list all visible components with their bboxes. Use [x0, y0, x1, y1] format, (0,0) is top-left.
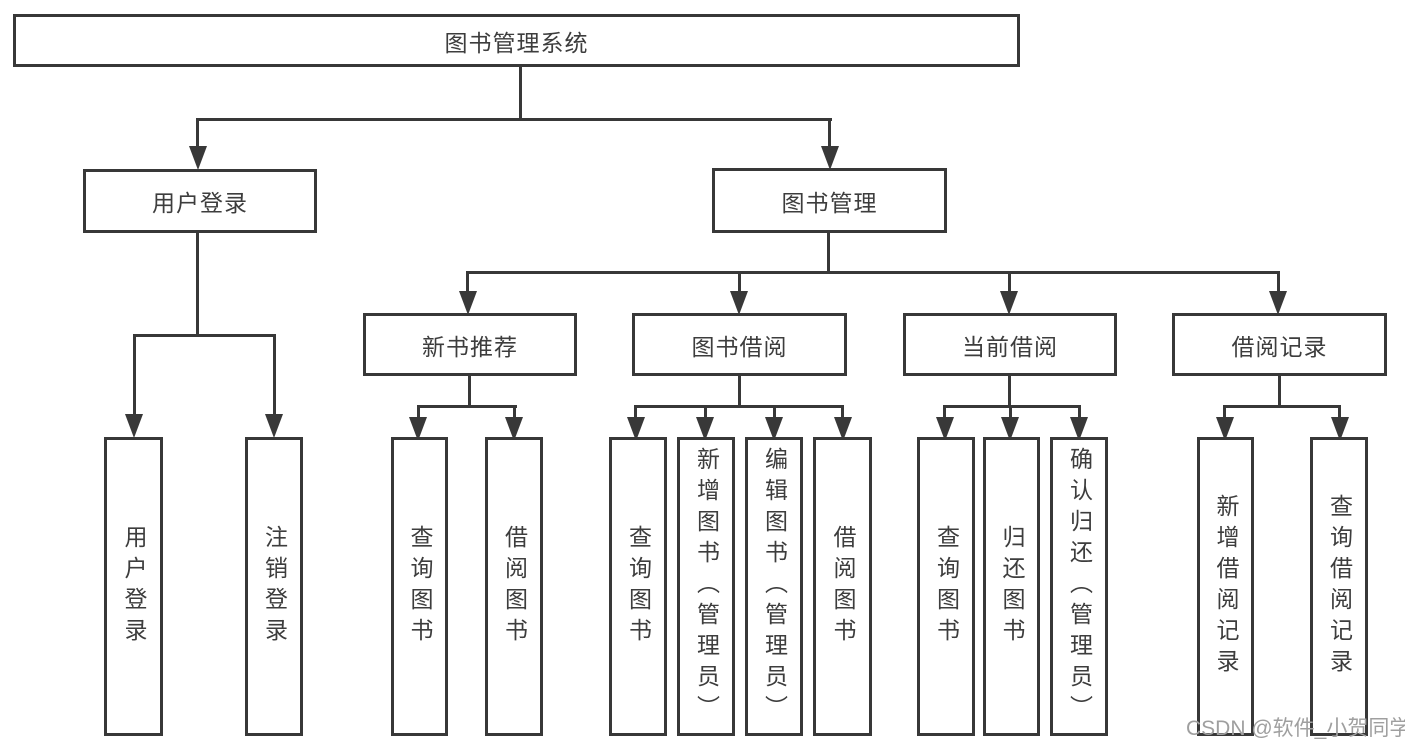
- leaf-label: 查询图书: [407, 524, 433, 649]
- edge-borrow-record-bus: [1223, 405, 1341, 408]
- arrowhead-to-current-borrow: [1000, 291, 1018, 315]
- leaf-label: 用户登录: [121, 524, 147, 649]
- edge-leaf: [773, 407, 776, 421]
- edge-level1-bus: [196, 118, 832, 121]
- leaf-add-book-admin: 新增图书（管理员）: [677, 437, 735, 736]
- leaf-query-books: 查询图书: [609, 437, 667, 736]
- node-borrow-record-label: 借阅记录: [1231, 333, 1328, 360]
- edge-to-current-borrow: [1008, 273, 1011, 293]
- arrowhead-leaf: [1001, 417, 1019, 441]
- arrowhead-leaf: [409, 417, 427, 441]
- edge-to-borrow-record: [1277, 273, 1280, 293]
- node-root-system: 图书管理系统: [13, 14, 1020, 67]
- edge-leaf: [634, 407, 637, 421]
- arrowhead-to-user-login: [189, 146, 207, 170]
- leaf-return-books: 归还图书: [983, 437, 1040, 736]
- leaf-confirm-return-admin: 确认归还（管理员）: [1050, 437, 1108, 736]
- leaf-label: 查询图书: [933, 524, 960, 649]
- leaf-label: 查询图书: [625, 524, 652, 649]
- leaf-label: 借阅图书: [830, 524, 856, 649]
- arrowhead-leaf: [1331, 417, 1349, 441]
- edge-user-login-bus: [133, 334, 276, 337]
- edge-leaf: [943, 407, 946, 421]
- arrowhead-leaf: [765, 417, 783, 441]
- edge-leaf: [513, 407, 516, 421]
- arrowhead-leaf: [1216, 417, 1234, 441]
- arrowhead-to-logout-leaf: [265, 414, 283, 438]
- edge-current-borrow-bus: [943, 405, 1081, 408]
- node-current-borrow-label: 当前借阅: [962, 333, 1058, 360]
- node-current-borrow: 当前借阅: [903, 313, 1117, 376]
- arrowhead-leaf: [834, 417, 852, 441]
- node-book-borrow-label: 图书借阅: [691, 333, 788, 360]
- edge-new-book-bus: [417, 405, 517, 408]
- leaf-label: 归还图书: [999, 524, 1025, 649]
- arrowhead-leaf: [936, 417, 954, 441]
- edge-user-login-stem: [196, 233, 199, 336]
- arrowhead-to-borrow-record: [1269, 291, 1287, 315]
- arrowhead-leaf: [696, 417, 714, 441]
- edge-leaf: [704, 407, 707, 421]
- leaf-logout: 注销登录: [245, 437, 303, 736]
- node-user-login-label: 用户登录: [152, 190, 248, 216]
- edge-to-book-mgmt: [828, 120, 831, 148]
- edge-to-new-book: [466, 273, 469, 293]
- edge-to-logout-leaf: [273, 336, 276, 418]
- node-book-mgmt: 图书管理: [712, 168, 947, 233]
- leaf-label: 确认归还（管理员）: [1066, 447, 1093, 726]
- edge-book-borrow-bus: [634, 405, 844, 408]
- edge-leaf: [1009, 407, 1012, 421]
- leaf-query-borrow-record: 查询借阅记录: [1310, 437, 1368, 736]
- edge-level3-bus: [466, 271, 1280, 274]
- node-new-book-rec: 新书推荐: [363, 313, 577, 376]
- leaf-user-login: 用户登录: [104, 437, 163, 736]
- edge-book-borrow-stem: [738, 375, 741, 407]
- leaf-label: 注销登录: [261, 524, 288, 649]
- edge-to-login-leaf: [133, 336, 136, 418]
- edge-root-stem: [519, 67, 522, 120]
- edge-current-borrow-stem: [1008, 375, 1011, 407]
- leaf-label: 查询借阅记录: [1326, 493, 1353, 680]
- leaf-borrow-books: 借阅图书: [813, 437, 872, 736]
- arrowhead-to-new-book: [459, 291, 477, 315]
- edge-book-mgmt-stem: [827, 233, 830, 274]
- csdn-watermark: CSDN @软件_小贺同学: [1186, 717, 1405, 740]
- leaf-label: 新增借阅记录: [1213, 493, 1239, 680]
- node-root-label: 图书管理系统: [444, 29, 589, 56]
- leaf-borrow-books: 借阅图书: [485, 437, 543, 736]
- edge-new-book-stem: [468, 375, 471, 407]
- edge-borrow-record-stem: [1278, 375, 1281, 407]
- edge-leaf: [417, 407, 420, 421]
- edge-leaf: [1338, 407, 1341, 421]
- node-book-mgmt-label: 图书管理: [781, 189, 878, 216]
- edge-leaf: [1078, 407, 1081, 421]
- node-book-borrow: 图书借阅: [632, 313, 847, 376]
- arrowhead-to-login-leaf: [125, 414, 143, 438]
- node-borrow-record: 借阅记录: [1172, 313, 1387, 376]
- leaf-label: 新增图书（管理员）: [693, 447, 720, 726]
- edge-leaf: [841, 407, 844, 421]
- node-user-login: 用户登录: [83, 169, 317, 233]
- arrowhead-leaf: [505, 417, 523, 441]
- node-new-book-rec-label: 新书推荐: [422, 333, 518, 360]
- arrowhead-to-book-mgmt: [821, 146, 839, 170]
- arrowhead-leaf: [627, 417, 645, 441]
- leaf-query-books: 查询图书: [917, 437, 975, 736]
- leaf-edit-book-admin: 编辑图书（管理员）: [745, 437, 803, 736]
- leaf-label: 借阅图书: [501, 524, 528, 649]
- leaf-add-borrow-record: 新增借阅记录: [1197, 437, 1254, 736]
- edge-to-user-login: [196, 120, 199, 148]
- edge-leaf: [1223, 407, 1226, 421]
- leaf-label: 编辑图书（管理员）: [761, 447, 788, 726]
- arrowhead-to-book-borrow: [730, 291, 748, 315]
- arrowhead-leaf: [1070, 417, 1088, 441]
- edge-to-book-borrow: [738, 273, 741, 293]
- leaf-query-books: 查询图书: [391, 437, 448, 736]
